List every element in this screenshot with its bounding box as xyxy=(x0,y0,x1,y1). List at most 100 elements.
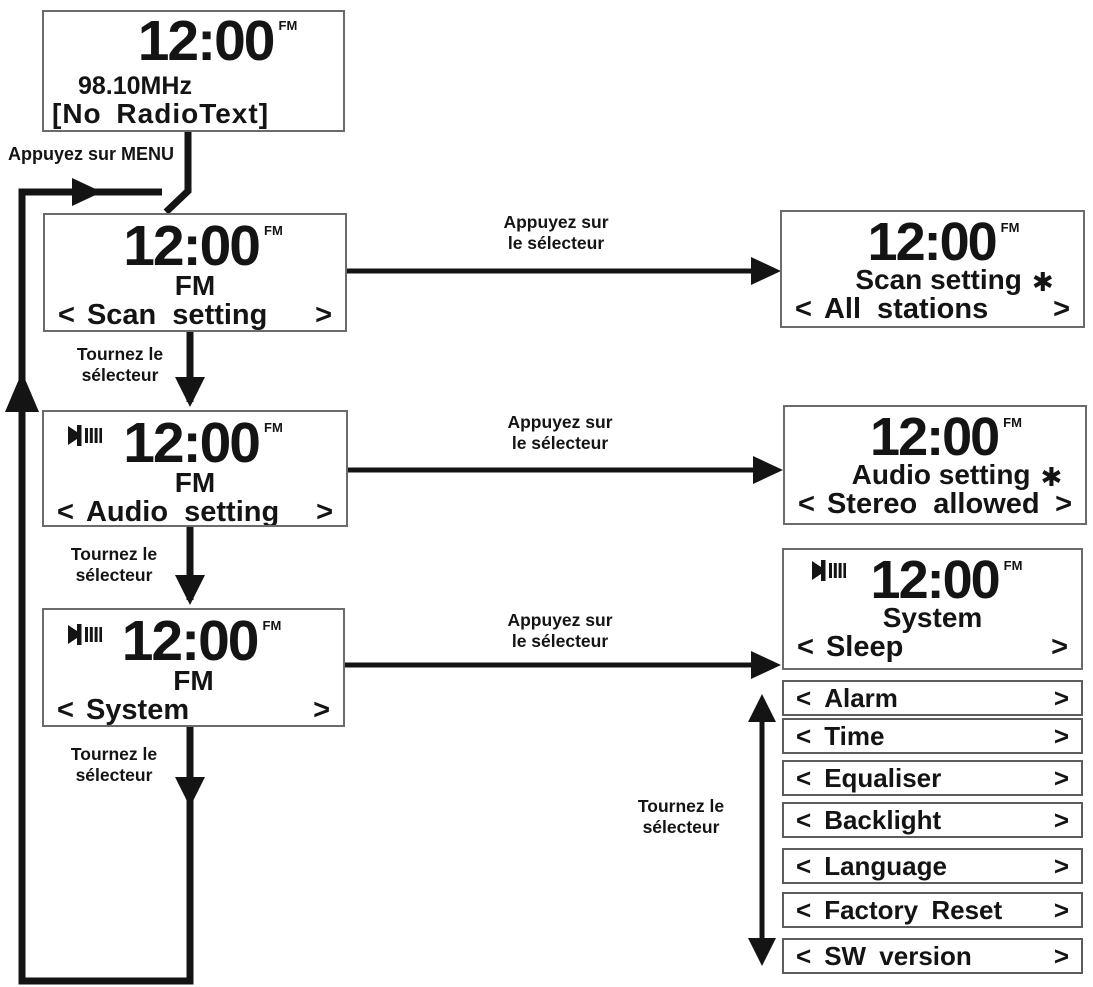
band-indicator: FM xyxy=(262,618,282,633)
time-text: 12:00 xyxy=(867,212,998,272)
label-line: Appuyez sur xyxy=(507,610,613,630)
radiotext-text: [No RadioText] xyxy=(52,98,270,130)
arrow-loop-up xyxy=(5,372,39,412)
chevron-left-icon: < xyxy=(797,631,814,664)
label-press-menu: Appuyez sur MENU xyxy=(8,144,175,164)
list-item-language: <Language> xyxy=(782,848,1083,884)
time-text: 12:00 xyxy=(870,550,1001,610)
list-item-label: Language xyxy=(824,850,947,881)
menu-item-row: < Scan setting > xyxy=(45,300,345,330)
menu-item-text: Audio setting xyxy=(85,496,280,527)
chevron-right-icon: > xyxy=(1053,894,1069,925)
chevron-right-icon: > xyxy=(1053,804,1069,835)
label-line: Appuyez sur xyxy=(507,412,613,432)
chevron-left-icon: < xyxy=(796,940,812,971)
chevron-right-icon: > xyxy=(1055,488,1072,521)
time-text: 12:00 xyxy=(870,407,1000,467)
time-text: 12:00 xyxy=(137,10,276,73)
arrow-loop-right xyxy=(72,178,102,206)
list-item-alarm: <Alarm> xyxy=(782,680,1083,716)
chevron-right-icon: > xyxy=(1053,762,1069,793)
menu-item-text: Scan setting xyxy=(86,299,268,332)
chevron-left-icon: < xyxy=(57,496,74,527)
list-item-time: <Time> xyxy=(782,718,1083,754)
list-item-label: Factory Reset xyxy=(824,894,1003,925)
band-indicator: FM xyxy=(1003,558,1023,573)
chevron-right-icon: > xyxy=(316,496,333,527)
time-text: 12:00 xyxy=(121,609,260,673)
menu-item-row: < Audio setting > xyxy=(44,496,346,527)
menu-item-text: System xyxy=(85,694,190,727)
label-line: sélecteur xyxy=(75,564,153,585)
menu-item-row: < All stations > xyxy=(782,293,1083,326)
band-indicator: FM xyxy=(1003,415,1022,430)
line-standby-to-menu xyxy=(163,130,192,215)
chevron-left-icon: < xyxy=(58,299,75,332)
selected-star-icon: ✱ xyxy=(1031,267,1054,298)
chevron-right-icon: > xyxy=(1053,682,1069,713)
menu-item-row: < Sleep > xyxy=(784,631,1081,664)
chevron-left-icon: < xyxy=(796,850,812,881)
list-item-sw-version: < SW version > xyxy=(782,938,1083,974)
label-turn-selector-list: Tournez le sélecteur xyxy=(625,796,737,837)
arrow-press-1 xyxy=(751,257,781,285)
submenu-title: Audio setting✱ xyxy=(785,460,1085,493)
list-item-label: Backlight xyxy=(824,804,942,835)
label-line: sélecteur xyxy=(81,364,159,385)
label-turn-selector-1: Tournez le sélecteur xyxy=(68,344,172,385)
chevron-left-icon: < xyxy=(796,804,812,835)
chevron-left-icon: < xyxy=(57,694,74,727)
time-text: 12:00 xyxy=(123,411,261,475)
chevron-right-icon: > xyxy=(1053,293,1070,326)
mode-text: FM xyxy=(174,269,216,301)
arrowheads xyxy=(5,178,783,966)
list-item-label: Alarm xyxy=(824,682,898,713)
label-press-selector-3: Appuyez sur le sélecteur xyxy=(490,610,630,651)
band-indicator: FM xyxy=(278,18,298,33)
list-item-factory-reset: < Factory Reset > xyxy=(782,892,1083,928)
arrow-down-2 xyxy=(175,575,205,605)
chevron-right-icon: > xyxy=(1053,940,1069,971)
mode-text: FM xyxy=(174,466,216,498)
arrow-scroll-up xyxy=(748,694,776,722)
label-turn-selector-3: Tournez le sélecteur xyxy=(62,744,166,785)
arrow-press-2 xyxy=(753,456,783,484)
selected-star-icon: ✱ xyxy=(1040,462,1063,493)
menu-item-row: < Stereo allowed > xyxy=(785,488,1085,521)
label-press-selector-2: Appuyez sur le sélecteur xyxy=(490,412,630,453)
chevron-right-icon: > xyxy=(315,299,332,332)
arrow-press-3 xyxy=(751,651,781,679)
chevron-left-icon: < xyxy=(795,293,812,326)
list-item-label: Equaliser xyxy=(824,762,942,793)
chevron-left-icon: < xyxy=(796,894,812,925)
label-line: sélecteur xyxy=(642,816,720,837)
label-turn-selector-2: Tournez le sélecteur xyxy=(62,544,166,585)
arrow-down-3 xyxy=(175,777,205,807)
band-indicator: FM xyxy=(1000,220,1020,235)
frequency-text: 98.10MHz xyxy=(78,71,192,100)
label-line: Tournez le xyxy=(637,796,725,816)
label-line: Tournez le xyxy=(70,744,158,764)
label-line: Tournez le xyxy=(70,544,158,564)
label-line: le sélecteur xyxy=(507,232,605,253)
list-item-backlight: < Backlight > xyxy=(782,802,1083,838)
volume-icon xyxy=(812,560,846,581)
list-item-label: SW version xyxy=(824,940,972,971)
submenu-title-text: System xyxy=(882,601,983,633)
label-press-selector-1: Appuyez sur le sélecteur xyxy=(486,212,626,253)
arrow-scroll-down xyxy=(748,938,776,966)
label-line: le sélecteur xyxy=(511,432,609,453)
chevron-left-icon: < xyxy=(796,720,812,751)
chevron-right-icon: > xyxy=(1051,631,1068,664)
